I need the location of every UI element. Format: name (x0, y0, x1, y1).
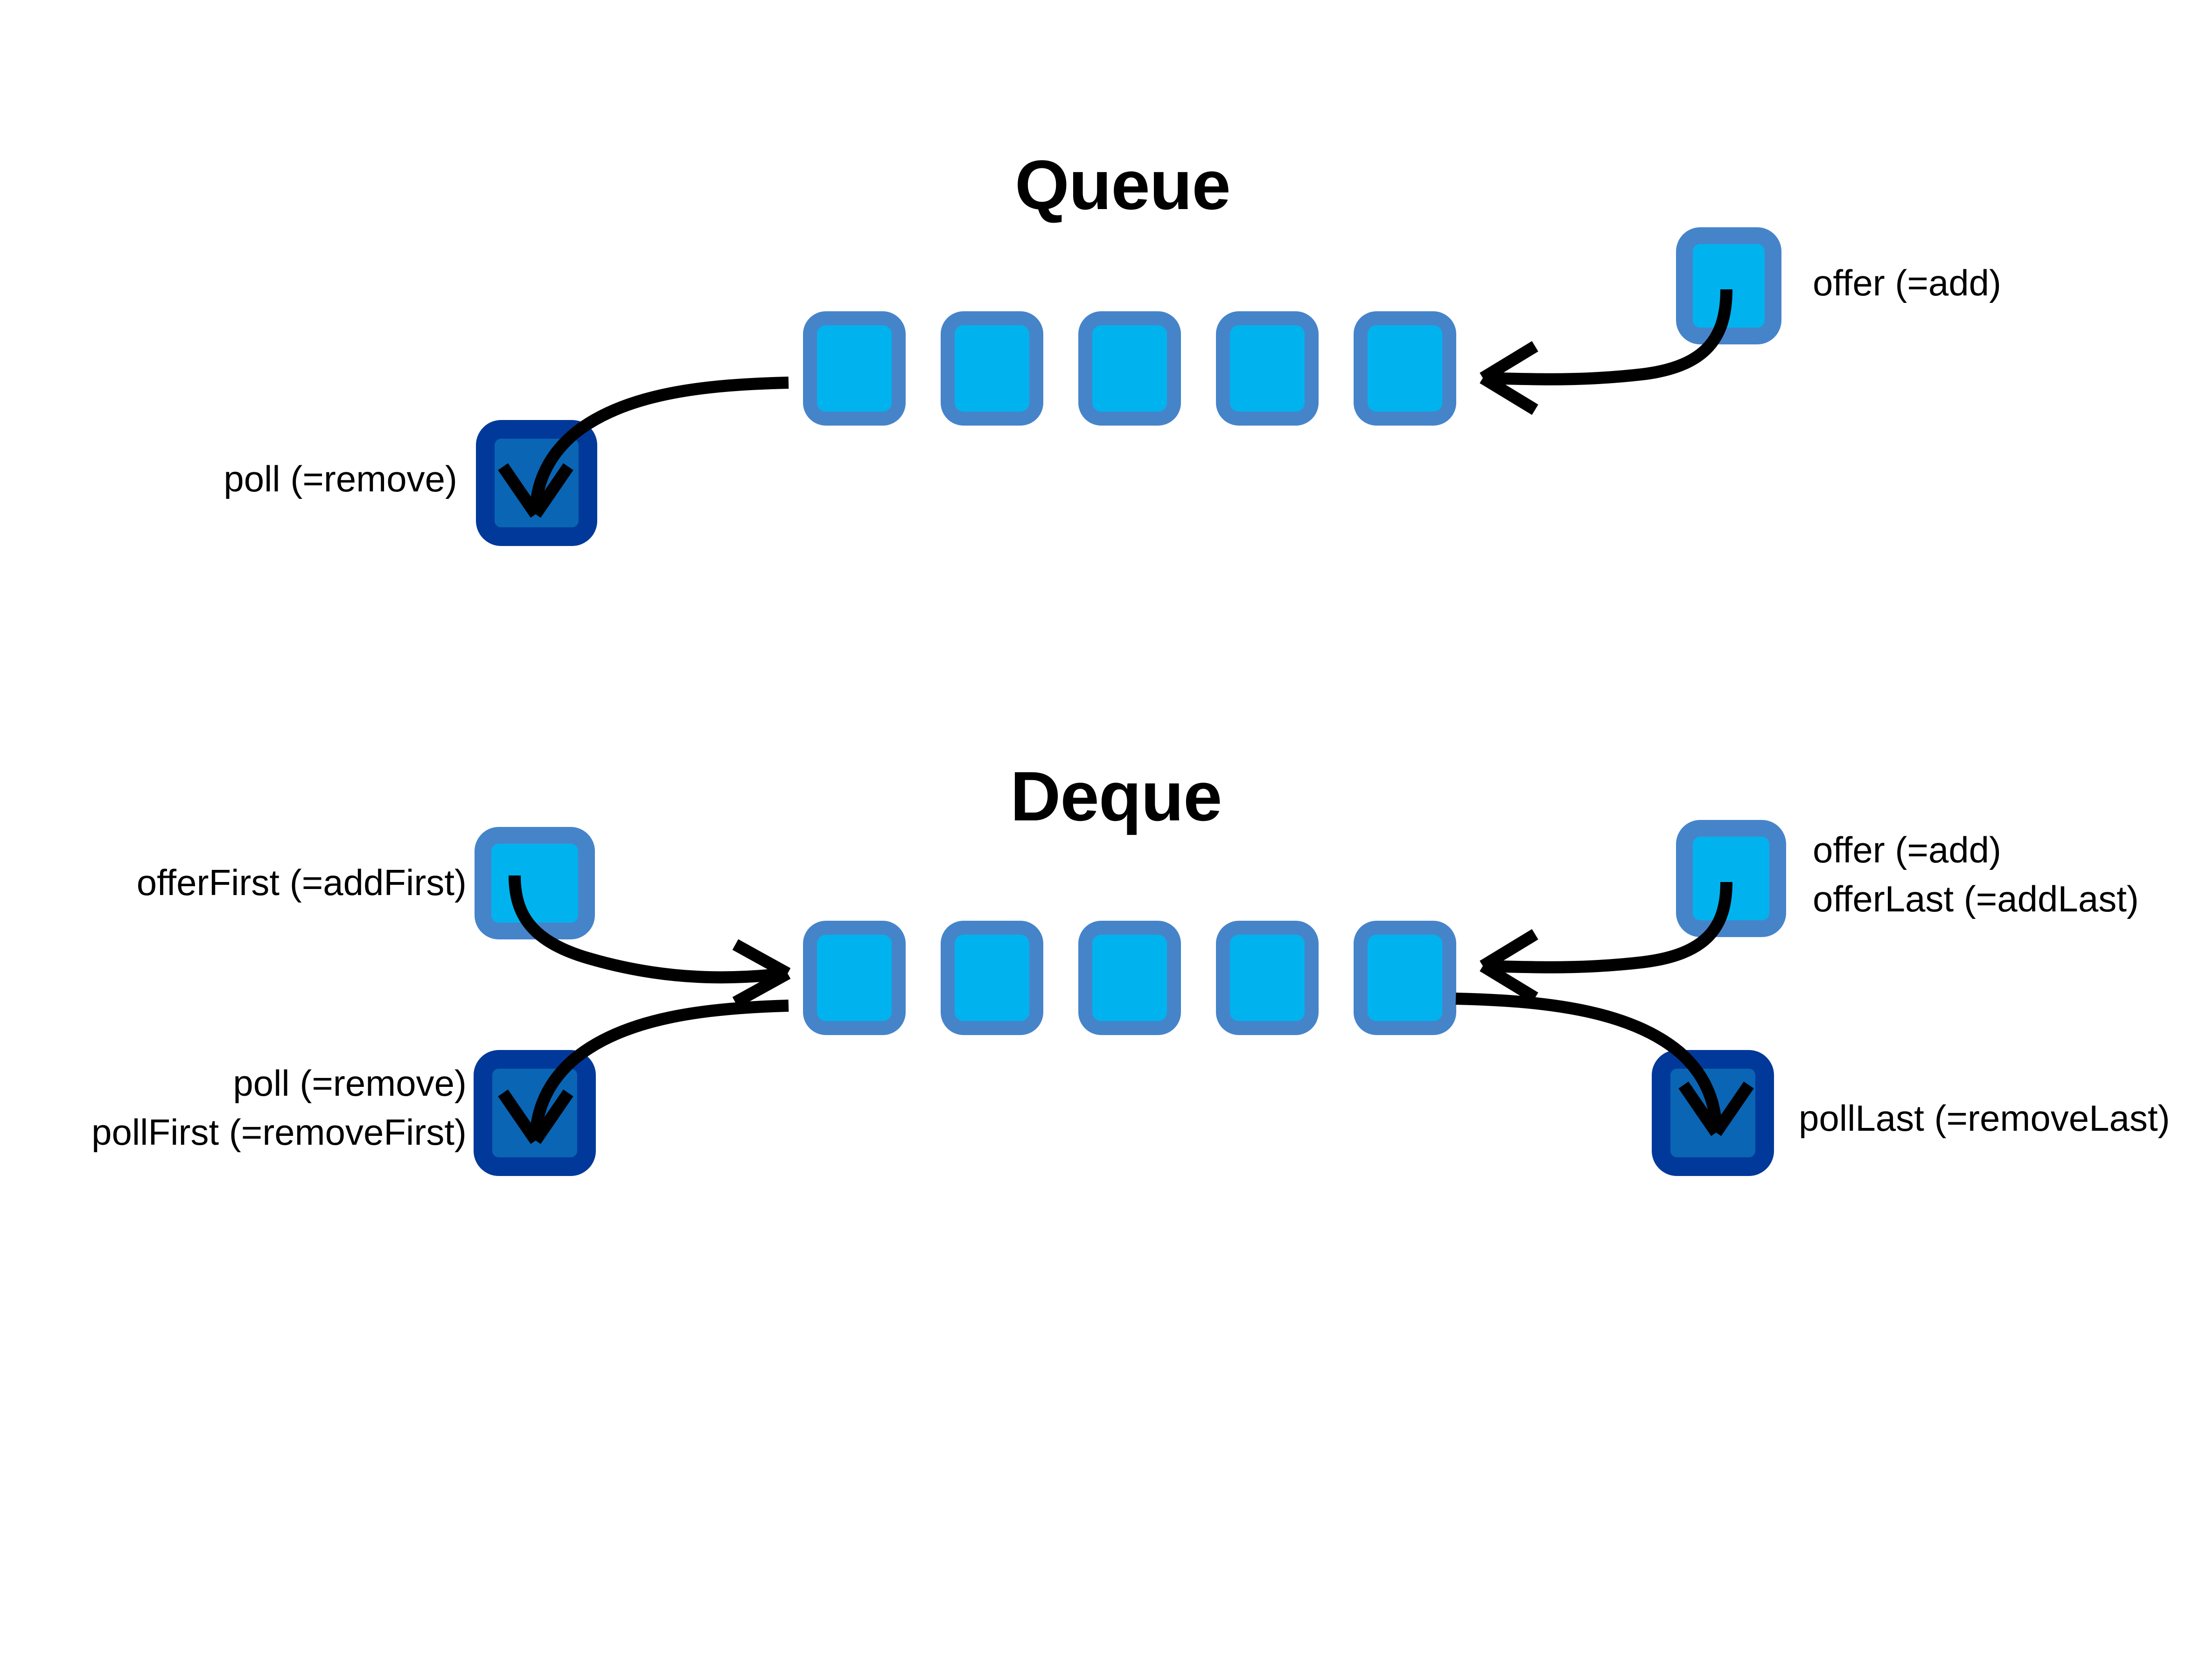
deque-offer-last-arrow (1480, 882, 1732, 1003)
queue-element-box (941, 311, 1043, 426)
deque-element-box (941, 921, 1043, 1035)
deque-offer-last-label-line2: offerLast (=addLast) (1813, 878, 2139, 919)
deque-offer-first-label: offerFirst (=addFirst) (136, 862, 467, 903)
queue-offer-source-box (1676, 227, 1781, 344)
deque-offer-last-label-line1: offer (=add) (1813, 829, 2001, 870)
deque-element-boxes (803, 921, 1456, 1035)
deque-poll-first-label-line1: poll (=remove) (233, 1063, 467, 1104)
queue-section-title: Queue (1015, 146, 1231, 224)
deque-poll-first-label-line2: pollFirst (=removeFirst) (91, 1112, 467, 1153)
queue-poll-label: poll (=remove) (223, 458, 457, 499)
deque-element-box (1078, 921, 1181, 1035)
queue-offer-label: offer (=add) (1813, 262, 2001, 303)
deque-poll-first-arrow (498, 1000, 789, 1144)
queue-element-box (803, 311, 906, 426)
deque-offer-first-arrow (509, 875, 791, 1008)
queue-element-box (1078, 311, 1181, 426)
deque-element-box (803, 921, 906, 1035)
deque-offer-last-source-box (1676, 820, 1786, 937)
queue-offer-arrow (1480, 289, 1732, 415)
queue-element-boxes (803, 311, 1456, 426)
queue-element-box (1216, 311, 1319, 426)
deque-poll-last-arrow (1455, 993, 1754, 1136)
deque-poll-last-label: pollLast (=removeLast) (1799, 1098, 2170, 1139)
queue-element-box (1354, 311, 1456, 426)
queue-poll-arrow (498, 377, 789, 518)
deque-element-box (1354, 921, 1456, 1035)
deque-offer-first-source-box (475, 827, 595, 939)
deque-element-box (1216, 921, 1319, 1035)
deque-section-title: Deque (1010, 757, 1222, 835)
